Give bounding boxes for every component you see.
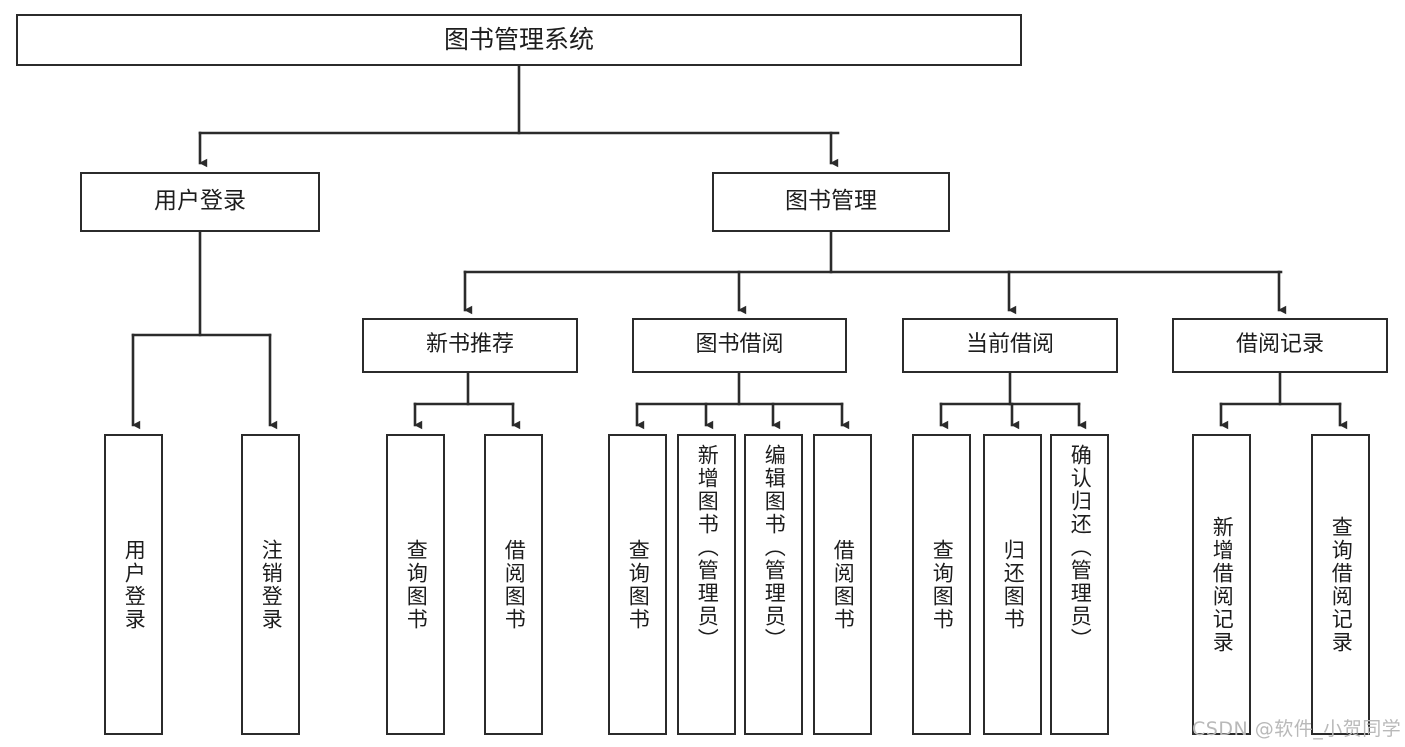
node-leaf-add-borrow-record-label: 新增借阅记录 — [1210, 515, 1235, 654]
node-book-manage-label: 图书管理 — [785, 188, 877, 215]
node-new-book-rec[interactable]: 新书推荐 — [362, 318, 578, 373]
node-leaf-user-logout[interactable]: 注销登录 — [241, 434, 300, 735]
node-leaf-query-book-current-label: 查询图书 — [930, 538, 955, 631]
node-leaf-query-book-borrow[interactable]: 查询图书 — [608, 434, 667, 735]
node-leaf-borrow-book[interactable]: 借阅图书 — [813, 434, 872, 735]
node-leaf-query-book-borrow-label: 查询图书 — [626, 538, 651, 631]
node-current-borrow-label: 当前借阅 — [965, 332, 1054, 358]
node-leaf-query-book-rec-label: 查询图书 — [404, 538, 429, 631]
csdn-watermark: CSDN @软件_小贺同学 — [1192, 718, 1402, 740]
node-leaf-query-book-current[interactable]: 查询图书 — [912, 434, 971, 735]
node-leaf-edit-book-admin-label: 编辑图书（管理员） — [762, 444, 787, 651]
node-leaf-add-book-admin[interactable]: 新增图书（管理员） — [677, 434, 736, 735]
node-leaf-return-book-label: 归还图书 — [1001, 538, 1026, 631]
node-root-label: 图书管理系统 — [443, 25, 594, 54]
node-leaf-borrow-book-label: 借阅图书 — [831, 538, 856, 631]
node-borrow-record-label: 借阅记录 — [1235, 332, 1324, 358]
node-book-borrow[interactable]: 图书借阅 — [632, 318, 847, 373]
node-leaf-borrow-book-rec-label: 借阅图书 — [502, 538, 527, 631]
node-leaf-confirm-return-admin-label: 确认归还（管理员） — [1068, 444, 1093, 651]
node-leaf-user-login-label: 用户登录 — [122, 538, 147, 631]
node-borrow-record[interactable]: 借阅记录 — [1172, 318, 1388, 373]
node-user-login-label: 用户登录 — [154, 188, 246, 215]
node-leaf-user-logout-label: 注销登录 — [259, 538, 284, 631]
node-current-borrow[interactable]: 当前借阅 — [902, 318, 1118, 373]
node-root[interactable]: 图书管理系统 — [16, 14, 1022, 66]
node-leaf-query-book-rec[interactable]: 查询图书 — [386, 434, 445, 735]
node-leaf-edit-book-admin[interactable]: 编辑图书（管理员） — [744, 434, 803, 735]
node-leaf-user-login[interactable]: 用户登录 — [104, 434, 163, 735]
node-new-book-rec-label: 新书推荐 — [425, 332, 514, 358]
node-user-login[interactable]: 用户登录 — [80, 172, 320, 232]
node-leaf-add-borrow-record[interactable]: 新增借阅记录 — [1192, 434, 1251, 735]
node-leaf-add-book-admin-label: 新增图书（管理员） — [695, 444, 720, 651]
node-book-manage[interactable]: 图书管理 — [712, 172, 950, 232]
node-leaf-query-borrow-record-label: 查询借阅记录 — [1329, 515, 1354, 654]
node-book-borrow-label: 图书借阅 — [695, 332, 784, 358]
node-leaf-return-book[interactable]: 归还图书 — [983, 434, 1042, 735]
node-leaf-confirm-return-admin[interactable]: 确认归还（管理员） — [1050, 434, 1109, 735]
node-leaf-borrow-book-rec[interactable]: 借阅图书 — [484, 434, 543, 735]
node-leaf-query-borrow-record[interactable]: 查询借阅记录 — [1311, 434, 1370, 735]
